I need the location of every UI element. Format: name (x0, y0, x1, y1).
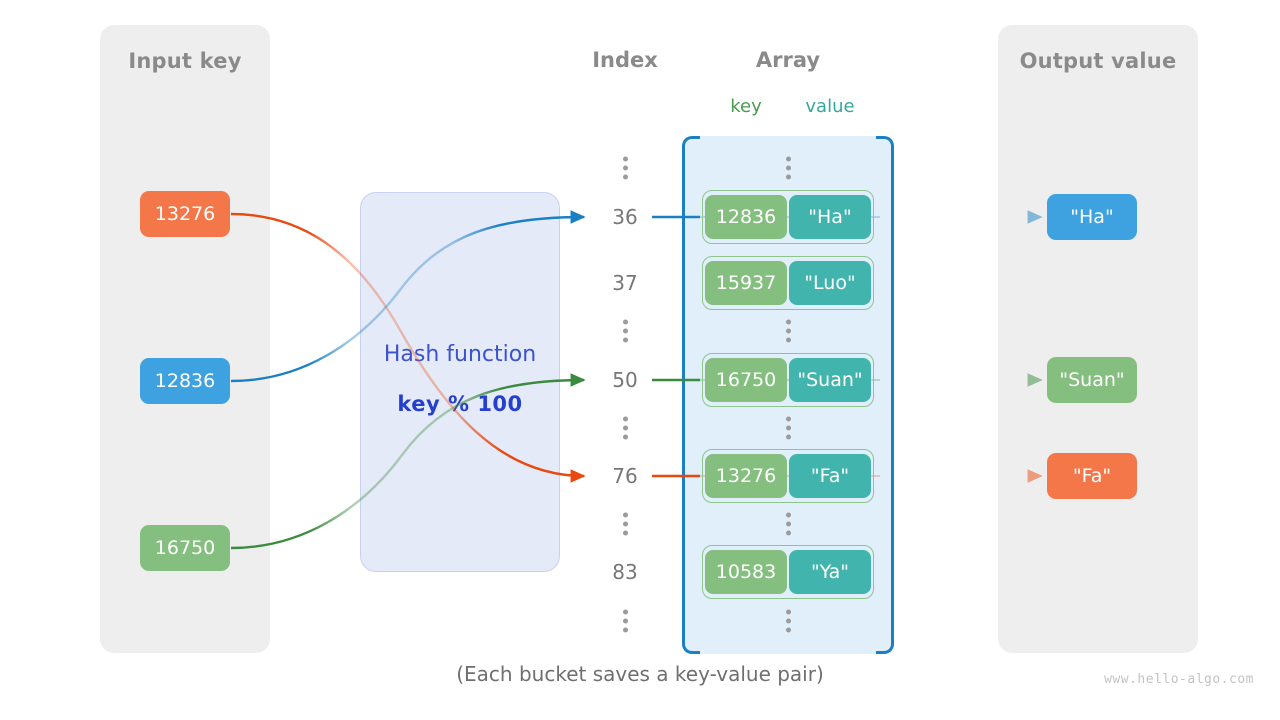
array-bracket-right (876, 136, 894, 654)
array-bucket[interactable]: 13276"Fa" (702, 449, 874, 503)
input-key-chip[interactable]: 13276 (140, 191, 230, 237)
output-value-chip[interactable]: "Ha" (1047, 194, 1137, 240)
hash-function-label: Hash function (383, 342, 537, 367)
bucket-key-cell: 15937 (705, 261, 787, 305)
index-column-header: Index (592, 48, 658, 72)
output-value-chip[interactable]: "Suan" (1047, 357, 1137, 403)
index-ellipsis (590, 606, 660, 637)
index-ellipsis (590, 316, 660, 347)
site-watermark: www.hello-algo.com (1104, 672, 1254, 687)
array-ellipsis (753, 413, 823, 444)
bucket-value-cell: "Ha" (789, 195, 871, 239)
hash-function-formula: key % 100 (397, 392, 523, 416)
output-panel-title: Output value (1019, 49, 1177, 73)
key-subheader: key (730, 96, 762, 117)
index-label: 36 (612, 205, 638, 229)
input-key-chip[interactable]: 12836 (140, 358, 230, 404)
bucket-key-cell: 12836 (705, 195, 787, 239)
index-label: 76 (612, 464, 638, 488)
index-label: 50 (612, 368, 638, 392)
bucket-value-cell: "Ya" (789, 550, 871, 594)
bucket-value-cell: "Suan" (789, 358, 871, 402)
output-value-chip[interactable]: "Fa" (1047, 453, 1137, 499)
array-bracket-left (682, 136, 700, 654)
array-bucket[interactable]: 10583"Ya" (702, 545, 874, 599)
index-ellipsis (590, 509, 660, 540)
hash-function-box (360, 192, 560, 572)
array-ellipsis (753, 509, 823, 540)
array-column-header: Array (755, 48, 821, 72)
bucket-key-cell: 13276 (705, 454, 787, 498)
array-bucket[interactable]: 12836"Ha" (702, 190, 874, 244)
bucket-value-cell: "Fa" (789, 454, 871, 498)
bucket-value-cell: "Luo" (789, 261, 871, 305)
array-ellipsis (753, 316, 823, 347)
input-key-chip[interactable]: 16750 (140, 525, 230, 571)
bucket-key-cell: 10583 (705, 550, 787, 594)
input-panel-title: Input key (128, 49, 242, 73)
index-label: 37 (612, 271, 638, 295)
index-ellipsis (590, 153, 660, 184)
array-ellipsis (753, 153, 823, 184)
bucket-key-cell: 16750 (705, 358, 787, 402)
figure-caption: (Each bucket saves a key-value pair) (456, 662, 824, 686)
index-ellipsis (590, 413, 660, 444)
array-bucket[interactable]: 15937"Luo" (702, 256, 874, 310)
array-bucket[interactable]: 16750"Suan" (702, 353, 874, 407)
output-value-panel: Output value (998, 25, 1198, 653)
value-subheader: value (805, 96, 855, 117)
array-ellipsis (753, 606, 823, 637)
index-label: 83 (612, 560, 638, 584)
